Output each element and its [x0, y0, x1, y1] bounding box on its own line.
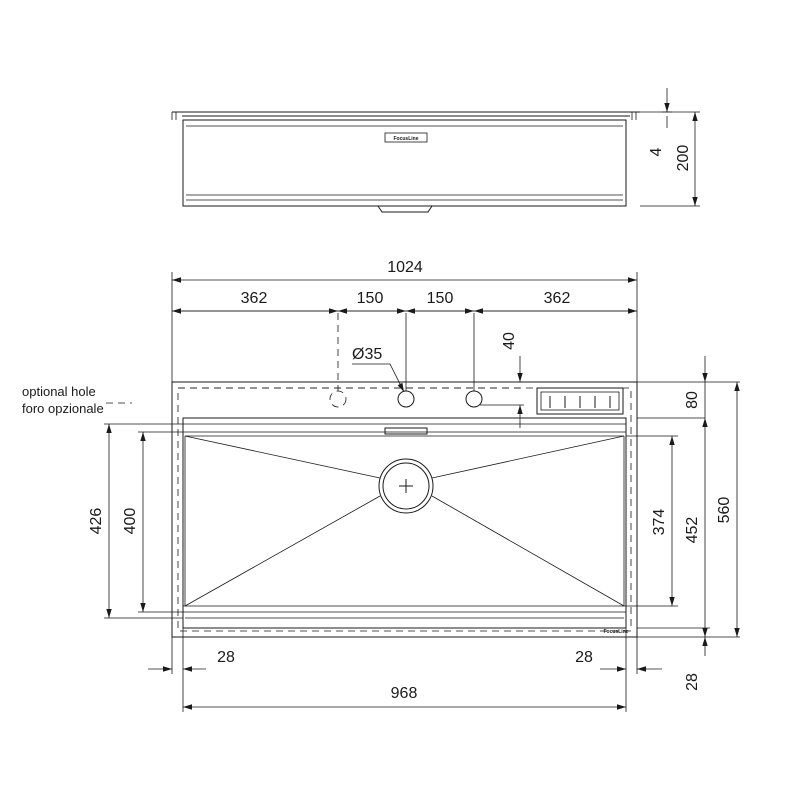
bowl-bottom-rails	[183, 605, 626, 619]
dim-hole1-label: 150	[357, 290, 384, 307]
deck-dashed-inner	[177, 387, 632, 632]
top-view: FocusLine 1024 362 150 150 362 Ø35 40 op…	[22, 259, 740, 712]
side-view-brand-box	[384, 132, 428, 143]
bowl-top-rails	[183, 423, 626, 437]
side-view-brand-label: FocusLine	[393, 136, 418, 142]
dim-rim-label: 4	[648, 147, 665, 156]
deck-outline	[171, 381, 638, 638]
tap-hole-right	[465, 390, 483, 408]
dim-deck-label: 80	[684, 391, 701, 409]
side-view-bottom-lines	[186, 194, 623, 201]
dim-bowl-outer-label: 452	[684, 517, 701, 544]
optional-hole-note-it: foro opzionale	[22, 401, 104, 416]
dim-left-margin-label: 28	[217, 649, 235, 666]
bowl-outline	[182, 417, 627, 629]
side-view: FocusLine 4 200	[171, 88, 700, 213]
dim-bowl-inner-label: 374	[651, 509, 668, 536]
dim-width-label: 1024	[387, 259, 423, 276]
dim-hole2-label: 150	[427, 290, 454, 307]
bowl-handle	[384, 427, 428, 435]
drain-inner	[382, 462, 430, 510]
tap-hole-center	[397, 390, 415, 408]
side-view-drain	[377, 205, 433, 213]
drain-cross-icon	[399, 479, 413, 493]
bowl-slope-lines	[184, 435, 625, 607]
dim-left-inner-label: 400	[122, 508, 139, 535]
drain-outer	[378, 458, 434, 514]
dim-right-ext	[626, 381, 740, 638]
side-view-body	[182, 119, 627, 207]
accessory-tray-inner	[540, 391, 620, 411]
bowl-side-lines	[184, 436, 625, 606]
optional-hole-note-en: optional hole	[22, 384, 96, 399]
dim-right-margin-label: 28	[575, 649, 593, 666]
dim-hole-offset-label: 40	[501, 332, 518, 350]
accessory-tray-slots	[549, 396, 611, 408]
dim-right-offset-label: 362	[544, 290, 571, 307]
accessory-tray	[536, 387, 624, 415]
optional-hole	[329, 390, 347, 408]
dim-diameter-leader	[352, 363, 405, 393]
dim-bottom-margin-label: 28	[684, 673, 701, 691]
dim-total-depth-label: 560	[716, 497, 733, 524]
dim-bowl-width-label: 968	[391, 685, 418, 702]
side-view-rim-right	[631, 112, 637, 120]
dim-left-offset-label: 362	[241, 290, 268, 307]
dim-depth-label: 200	[675, 145, 692, 172]
dim-left-ext	[104, 423, 183, 619]
dim-width-ext	[171, 272, 638, 382]
dim-diameter-label: Ø35	[352, 346, 382, 363]
deck-brand-label: FocusLine	[603, 629, 628, 635]
side-view-rim-left	[171, 112, 177, 120]
dim-left-outer-label: 426	[88, 508, 105, 535]
